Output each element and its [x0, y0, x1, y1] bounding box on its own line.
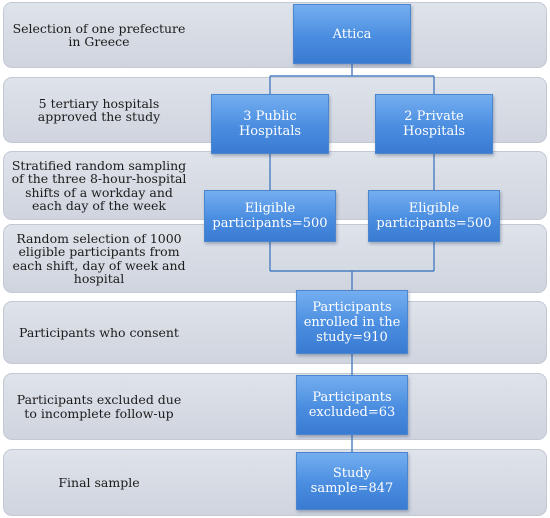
row-label-stratified-sampling: Stratified random sampling of the three …: [11, 157, 187, 213]
row-band-consent: Participants who consent: [3, 301, 547, 364]
row-label-excluded: Participants excluded due to incomplete …: [16, 392, 182, 421]
row-label-random-selection: Random selection of 1000 eligible partic…: [12, 230, 186, 286]
row-label-prefecture: Selection of one prefecture in Greece: [12, 20, 186, 49]
row-band-excluded: Participants excluded due to incomplete …: [3, 373, 547, 440]
eligible-private-node: Eligible participants=500: [368, 190, 500, 242]
public-hospitals-node: 3 Public Hospitals: [211, 94, 329, 154]
private-hospitals-node: 2 Private Hospitals: [375, 94, 493, 154]
eligible-public-node: Eligible participants=500: [204, 190, 336, 242]
study-sample-node: Study sample=847: [296, 452, 408, 510]
excluded-node: Participants excluded=63: [296, 375, 408, 435]
row-label-final-sample: Final sample: [58, 474, 140, 490]
attica-node: Attica: [293, 4, 411, 64]
row-band-prefecture: Selection of one prefecture in Greece: [3, 2, 547, 68]
row-label-consent: Participants who consent: [19, 324, 179, 340]
row-label-hospitals: 5 tertiary hospitals approved the study: [37, 95, 161, 124]
row-band-final-sample: Final sample: [3, 449, 547, 516]
enrolled-node: Participants enrolled in the study=910: [296, 290, 408, 354]
